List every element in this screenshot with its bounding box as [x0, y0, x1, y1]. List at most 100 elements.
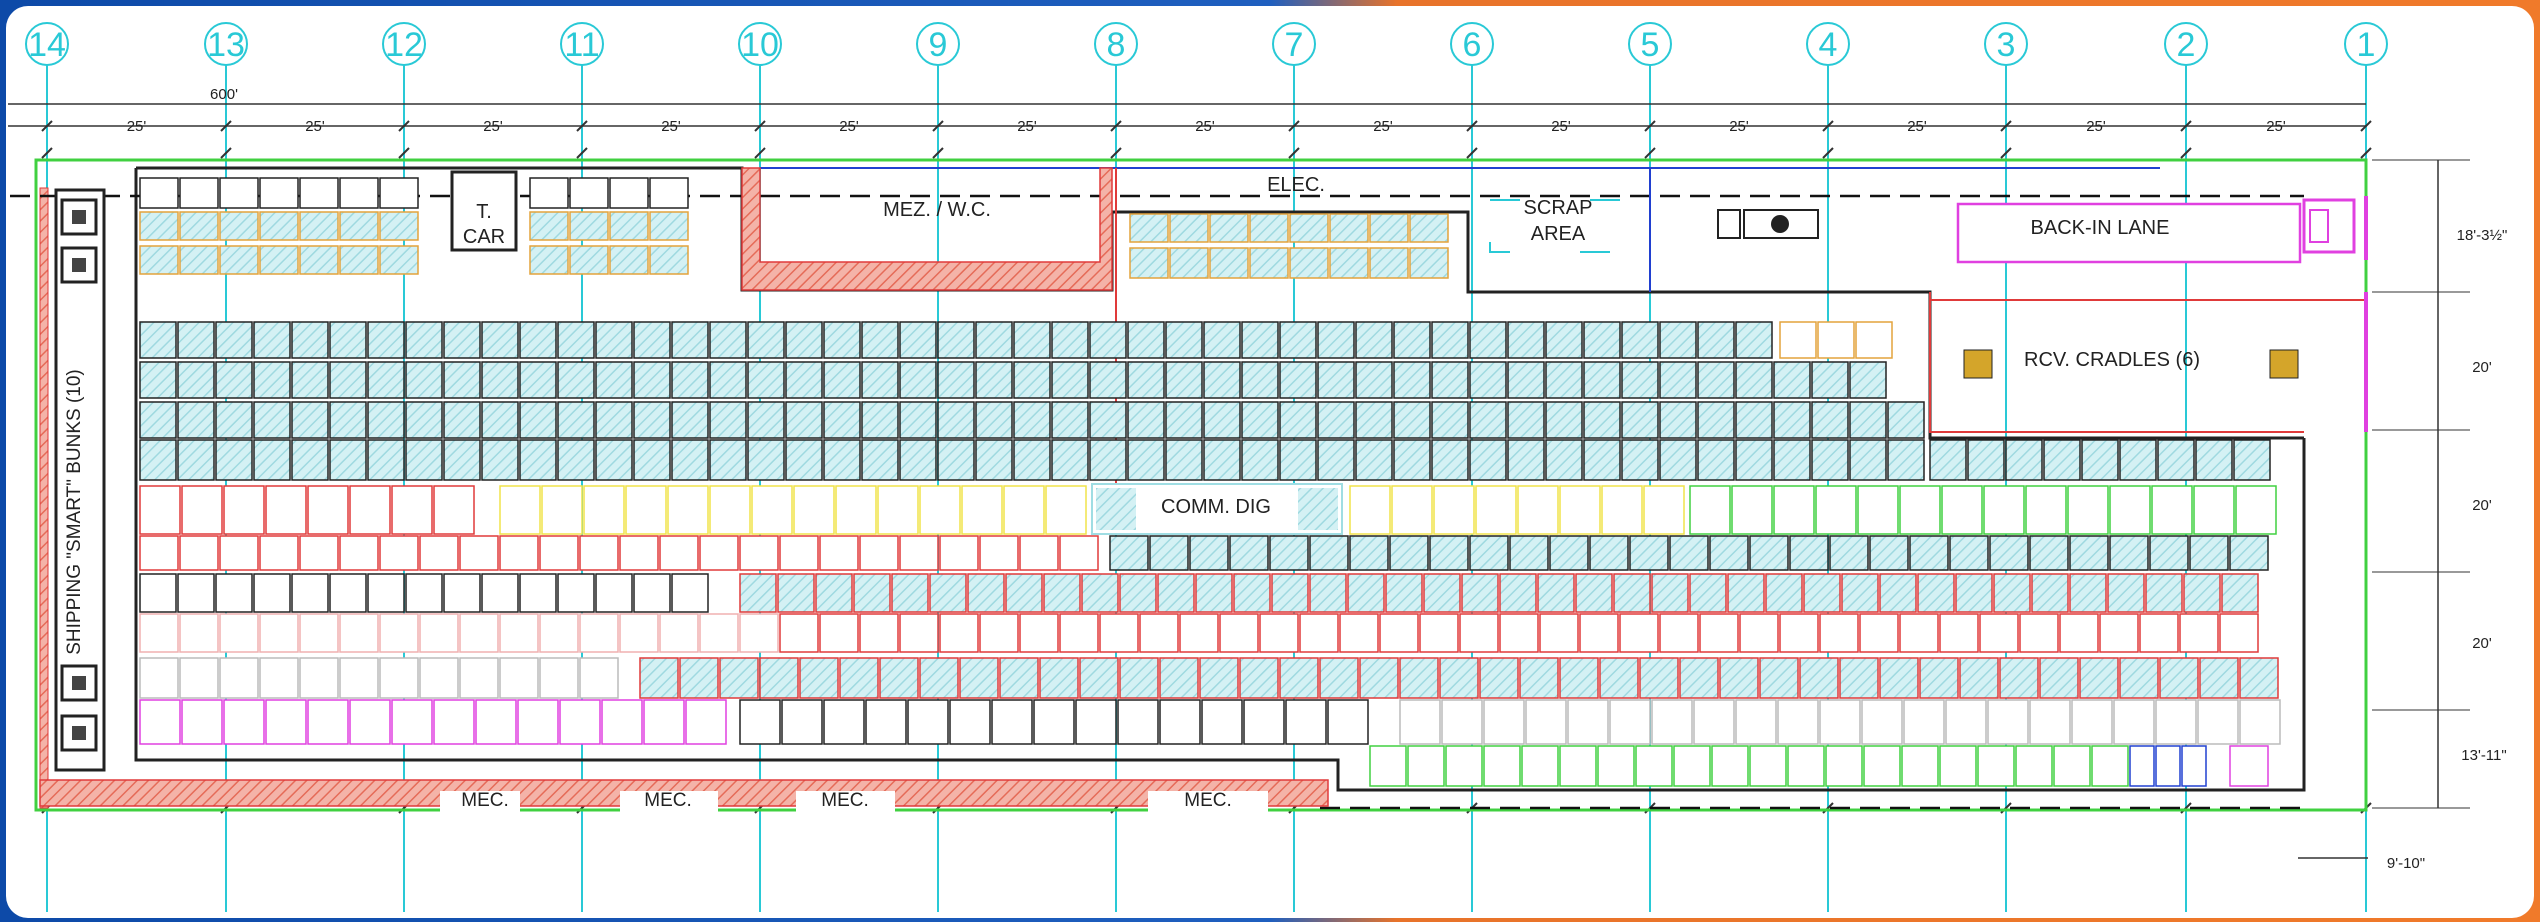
red-bay-row4-23 — [1699, 613, 1739, 653]
main-bay-row1-30 — [1279, 321, 1317, 359]
grey-bay-row6-12 — [1903, 699, 1945, 745]
red-bay-row2-2 — [219, 535, 259, 571]
yellow-bay-row-12 — [1003, 485, 1045, 535]
red-bay-row5-3 — [759, 657, 799, 699]
bay-dimension-8: 25' — [1373, 118, 1393, 135]
main-bay-row2-11 — [557, 361, 595, 399]
red-bay-row5-0 — [639, 657, 679, 699]
mid-bay-row1-2 — [1209, 213, 1249, 243]
mid-bay-row2-2 — [1209, 247, 1249, 279]
main-bay-row4-26 — [1127, 439, 1165, 481]
red-bay-row5-8 — [959, 657, 999, 699]
pink-bay-row4-0 — [139, 613, 179, 653]
red-bay-row3-35 — [2069, 573, 2107, 613]
mixed-bay-row2-24 — [2069, 535, 2109, 571]
yellow-bay-row-right-1 — [1391, 485, 1433, 535]
mixed-bay-row2-27 — [2189, 535, 2229, 571]
dim-tick-top-0 — [41, 120, 53, 132]
main-bay-row2-1 — [177, 361, 215, 399]
main-bay-row1-23 — [1013, 321, 1051, 359]
main-bay-row4-4 — [291, 439, 329, 481]
red-bay-row4-11 — [1219, 613, 1259, 653]
grid-number-13: 13 — [207, 26, 245, 64]
mixed-bay-row2-14 — [1669, 535, 1709, 571]
main-bay-row4-10 — [519, 439, 557, 481]
main-bay-row2-0 — [139, 361, 177, 399]
red-bay-row4-15 — [1379, 613, 1419, 653]
top-bay-row1a-0 — [139, 177, 179, 209]
main-bay-row3-6 — [367, 401, 405, 439]
black-bay-row-13 — [1285, 699, 1327, 745]
magenta-bay-bottom-0 — [2229, 745, 2269, 787]
main-bay-row4-3 — [253, 439, 291, 481]
pink-bay-row3-14 — [671, 573, 709, 613]
green-bay-bottom-5 — [1559, 745, 1597, 787]
magenta-bay-row-12 — [643, 699, 685, 745]
dim-tick-top-3 — [576, 120, 588, 132]
pink-bay-row3-1 — [177, 573, 215, 613]
red-bay-row5-20 — [1439, 657, 1479, 699]
grey-bay-row6-0 — [1399, 699, 1441, 745]
red-bay-row5-33 — [1959, 657, 1999, 699]
pink-bay-row4-7 — [419, 613, 459, 653]
main-bay-row3-38 — [1583, 401, 1621, 439]
main-bay-row1-1 — [177, 321, 215, 359]
yellow-bay-row-10 — [919, 485, 961, 535]
red-bay-row5-23 — [1559, 657, 1599, 699]
main-bay-row3-36 — [1507, 401, 1545, 439]
black-bay-row-4 — [907, 699, 949, 745]
red-bay-row4-32 — [2059, 613, 2099, 653]
green-bay-row-11 — [2151, 485, 2193, 535]
green-bay-bottom-3 — [1483, 745, 1521, 787]
rcv-cradle-right — [2269, 349, 2299, 379]
grey-bay-row5-8 — [459, 657, 499, 699]
red-bay-row5-15 — [1239, 657, 1279, 699]
mixed-bay-row2-4 — [1269, 535, 1309, 571]
main-bay-row4-6 — [367, 439, 405, 481]
bay-dimension-5: 25' — [839, 118, 859, 135]
grid-bubble-2 — [2164, 22, 2208, 66]
main-bay-row1-41 — [1697, 321, 1735, 359]
red-bay-row2-23 — [1059, 535, 1099, 571]
red-bay-row3-13 — [1233, 573, 1271, 613]
mixed-bay-row2-12 — [1589, 535, 1629, 571]
main-bay-row1-14 — [671, 321, 709, 359]
red-bay-row-4 — [307, 485, 349, 535]
red-bay-row4-3 — [899, 613, 939, 653]
green-bay-bottom-2 — [1445, 745, 1483, 787]
grey-bay-row5-10 — [539, 657, 579, 699]
dim-tick-row-1 — [220, 147, 232, 159]
mixed-bay-row2-18 — [1829, 535, 1869, 571]
red-bay-row5-25 — [1639, 657, 1679, 699]
magenta-bay-row-9 — [517, 699, 559, 745]
red-bay-row3-30 — [1879, 573, 1917, 613]
mid-bay-row1-5 — [1329, 213, 1369, 243]
main-bay-row2-29 — [1241, 361, 1279, 399]
red-bay-row4-20 — [1579, 613, 1619, 653]
mixed-bay-row2-8 — [1429, 535, 1469, 571]
grey-bay-row5-4 — [299, 657, 339, 699]
magenta-bay-row-7 — [433, 699, 475, 745]
main-bay-row2-10 — [519, 361, 557, 399]
main-bay-row3-16 — [747, 401, 785, 439]
red-bay-row5-17 — [1319, 657, 1359, 699]
red-bay-row3-16 — [1347, 573, 1385, 613]
main-bay-row3-46 — [1887, 401, 1925, 439]
comm-dig-label: COMM. DIG — [1161, 496, 1271, 518]
mixed-bay-row2-11 — [1549, 535, 1589, 571]
main-bay-row2-39 — [1621, 361, 1659, 399]
red-bay-row3-20 — [1499, 573, 1537, 613]
main-bay-row1-12 — [595, 321, 633, 359]
main-bay-row4-20 — [899, 439, 937, 481]
main-bay-row2-13 — [633, 361, 671, 399]
main-bay-row3-5 — [329, 401, 367, 439]
top-bay-row1a-3 — [259, 177, 299, 209]
mixed-bay-row2-3 — [1229, 535, 1269, 571]
main-bay-row1-13 — [633, 321, 671, 359]
main-bay-row4-11 — [557, 439, 595, 481]
shipping-bunk-mark-3 — [72, 676, 86, 690]
main-bay-row1-25 — [1089, 321, 1127, 359]
grey-bay-row6-18 — [2155, 699, 2197, 745]
red-bay-row5-38 — [2159, 657, 2199, 699]
green-bay-row-8 — [2025, 485, 2067, 535]
